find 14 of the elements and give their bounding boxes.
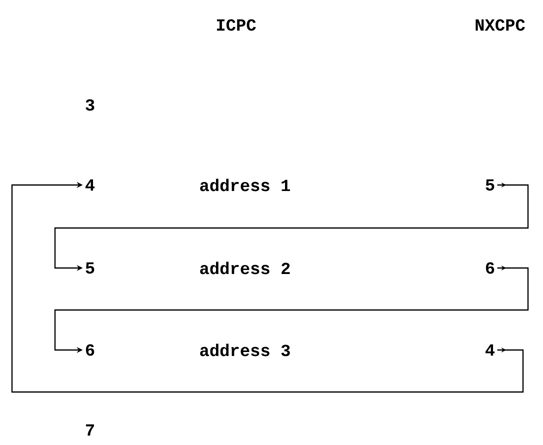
number-label: 4 xyxy=(486,344,495,356)
text-label: address 1 xyxy=(200,178,290,192)
number-label: 5 xyxy=(86,262,94,274)
text-label: address 3 xyxy=(200,344,290,356)
number-label: 6 xyxy=(86,344,94,356)
number-label: 4 xyxy=(86,179,95,191)
number-label: 5 xyxy=(486,179,494,191)
text-label: 3 xyxy=(86,99,94,111)
arrow xyxy=(11,182,524,393)
number-label: 6 xyxy=(486,262,494,274)
text-label: NXCPC xyxy=(476,19,525,31)
text-label: 7 xyxy=(86,424,94,436)
text-label: ICPC xyxy=(216,19,256,31)
text-label: address 2 xyxy=(200,262,290,274)
